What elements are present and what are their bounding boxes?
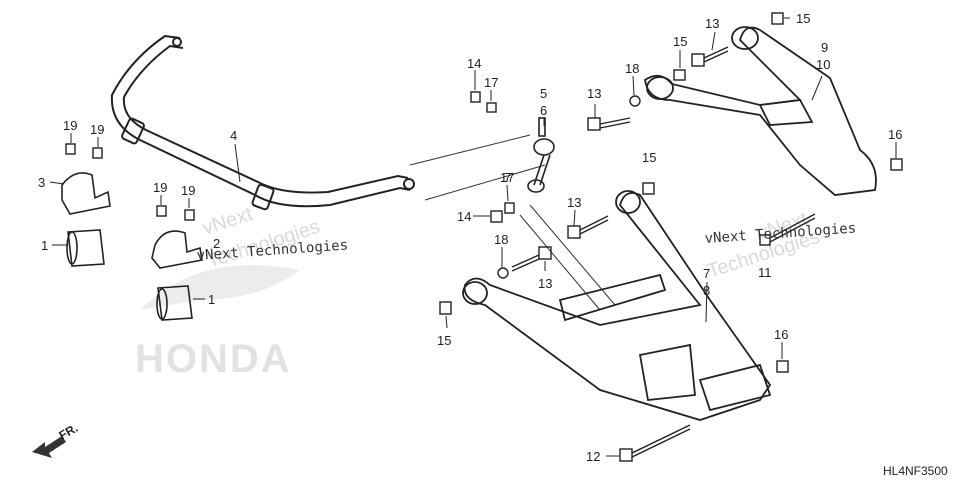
callout-2: 2 — [213, 236, 220, 251]
callout-19-d: 19 — [181, 183, 195, 198]
callout-3: 3 — [38, 175, 45, 190]
callout-13-b: 13 — [705, 16, 719, 31]
callout-16-a: 16 — [888, 127, 902, 142]
callout-15-d: 15 — [437, 333, 451, 348]
diagram-code: HL4NF3500 — [883, 464, 948, 478]
callout-1-upper: 1 — [41, 238, 48, 253]
bolts-lower — [497, 213, 816, 462]
callout-13-c: 13 — [567, 195, 581, 210]
callout-4: 4 — [230, 128, 237, 143]
callout-11: 11 — [758, 265, 772, 280]
callout-12: 12 — [586, 449, 600, 464]
callout-leaders — [49, 17, 897, 457]
bolts-19 — [65, 143, 195, 221]
lower-arm — [462, 190, 772, 421]
callout-1-lower: 1 — [208, 292, 215, 307]
stabilizer-link — [527, 117, 555, 193]
guide-lines — [409, 134, 616, 311]
bushing-holder-3 — [61, 172, 111, 215]
callout-19-b: 19 — [90, 122, 104, 137]
callout-13-a: 13 — [587, 86, 601, 101]
bolts-13-upper — [587, 46, 729, 131]
callout-6: 6 — [540, 103, 547, 118]
nuts — [439, 12, 903, 373]
bushing-1-lower — [156, 285, 193, 321]
callout-19-a: 19 — [63, 118, 77, 133]
watermark-vnext-left: vNext — [200, 203, 256, 240]
callout-14-mid: 14 — [457, 209, 471, 224]
bushing-1-upper — [66, 229, 105, 267]
callout-7-arm: 7 — [703, 266, 710, 281]
callout-19-c: 19 — [153, 180, 167, 195]
callout-17-b: 17 — [500, 170, 514, 185]
honda-watermark-text: HONDA — [135, 337, 292, 381]
callout-7-stab: 7 — [504, 170, 511, 185]
stabilizer-bar — [110, 34, 415, 211]
callout-9: 9 — [821, 40, 828, 55]
callout-14-top: 14 — [467, 56, 481, 71]
callout-18-b: 18 — [494, 232, 508, 247]
bushing-holder-2 — [151, 230, 203, 269]
callout-8: 8 — [703, 283, 710, 298]
callout-18-a: 18 — [625, 61, 639, 76]
upper-arm — [644, 26, 877, 196]
callout-numbers: 1 1 2 3 4 5 6 7 7 8 9 10 11 12 13 13 13 … — [38, 11, 902, 464]
callout-16-b: 16 — [774, 327, 788, 342]
callout-5: 5 — [540, 86, 547, 101]
honda-watermark: HONDA — [135, 265, 300, 381]
callout-17-a: 17 — [484, 75, 498, 90]
callout-13-d: 13 — [538, 276, 552, 291]
front-arrow: FR. — [32, 421, 80, 458]
callout-15-b: 15 — [796, 11, 810, 26]
callout-10: 10 — [816, 57, 830, 72]
callout-15-a: 15 — [673, 34, 687, 49]
callout-15-c: 15 — [642, 150, 656, 165]
